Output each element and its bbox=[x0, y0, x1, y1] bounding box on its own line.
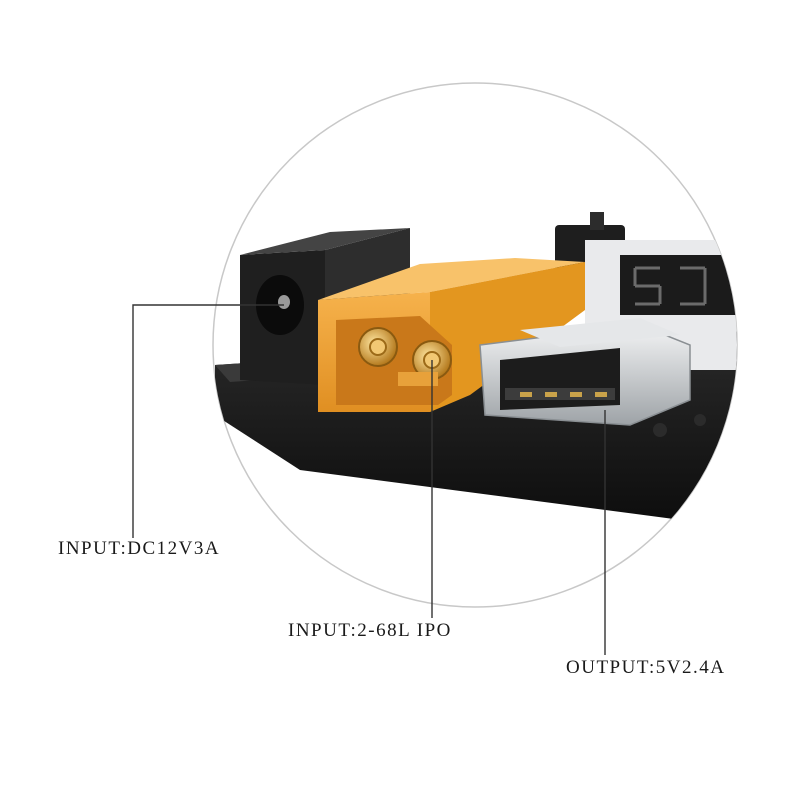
label-dc-input: INPUT:DC12V3A bbox=[58, 538, 221, 559]
board-closeup bbox=[215, 212, 737, 525]
xt60-connector bbox=[318, 258, 585, 412]
label-usb-output: OUTPUT:5V2.4A bbox=[566, 657, 726, 678]
leader-lines bbox=[132, 304, 606, 655]
leader-line-dc bbox=[132, 304, 284, 538]
usb-port bbox=[479, 318, 691, 426]
label-xt-input: INPUT:2-68L IPO bbox=[288, 620, 452, 641]
